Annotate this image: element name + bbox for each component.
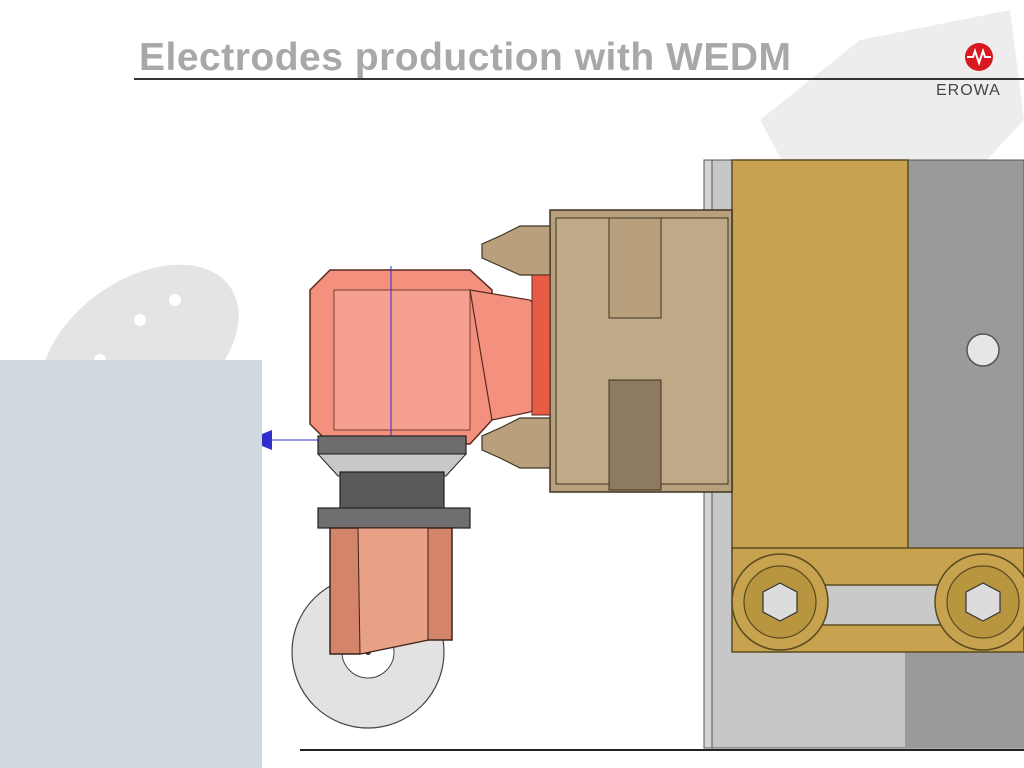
bolt-left: [731, 553, 829, 651]
workpiece-block: [0, 360, 262, 768]
machine-table: [904, 159, 1024, 551]
bolt-right: [934, 553, 1024, 651]
erowa-logo-icon: [965, 43, 993, 71]
title-underline: [134, 78, 1024, 80]
footer-divider: [300, 749, 1024, 751]
logo-wordmark: EROWA: [936, 82, 1001, 99]
collar: [316, 435, 471, 529]
chuck-body: [549, 209, 733, 493]
table-hole: [966, 333, 1000, 367]
slide-title: Electrodes production with WEDM: [139, 36, 792, 79]
electrode-holder-head: [309, 269, 551, 445]
axis-x-arrow: [262, 430, 272, 450]
mounting-plate: [731, 159, 909, 553]
copper-electrode: [329, 527, 453, 655]
